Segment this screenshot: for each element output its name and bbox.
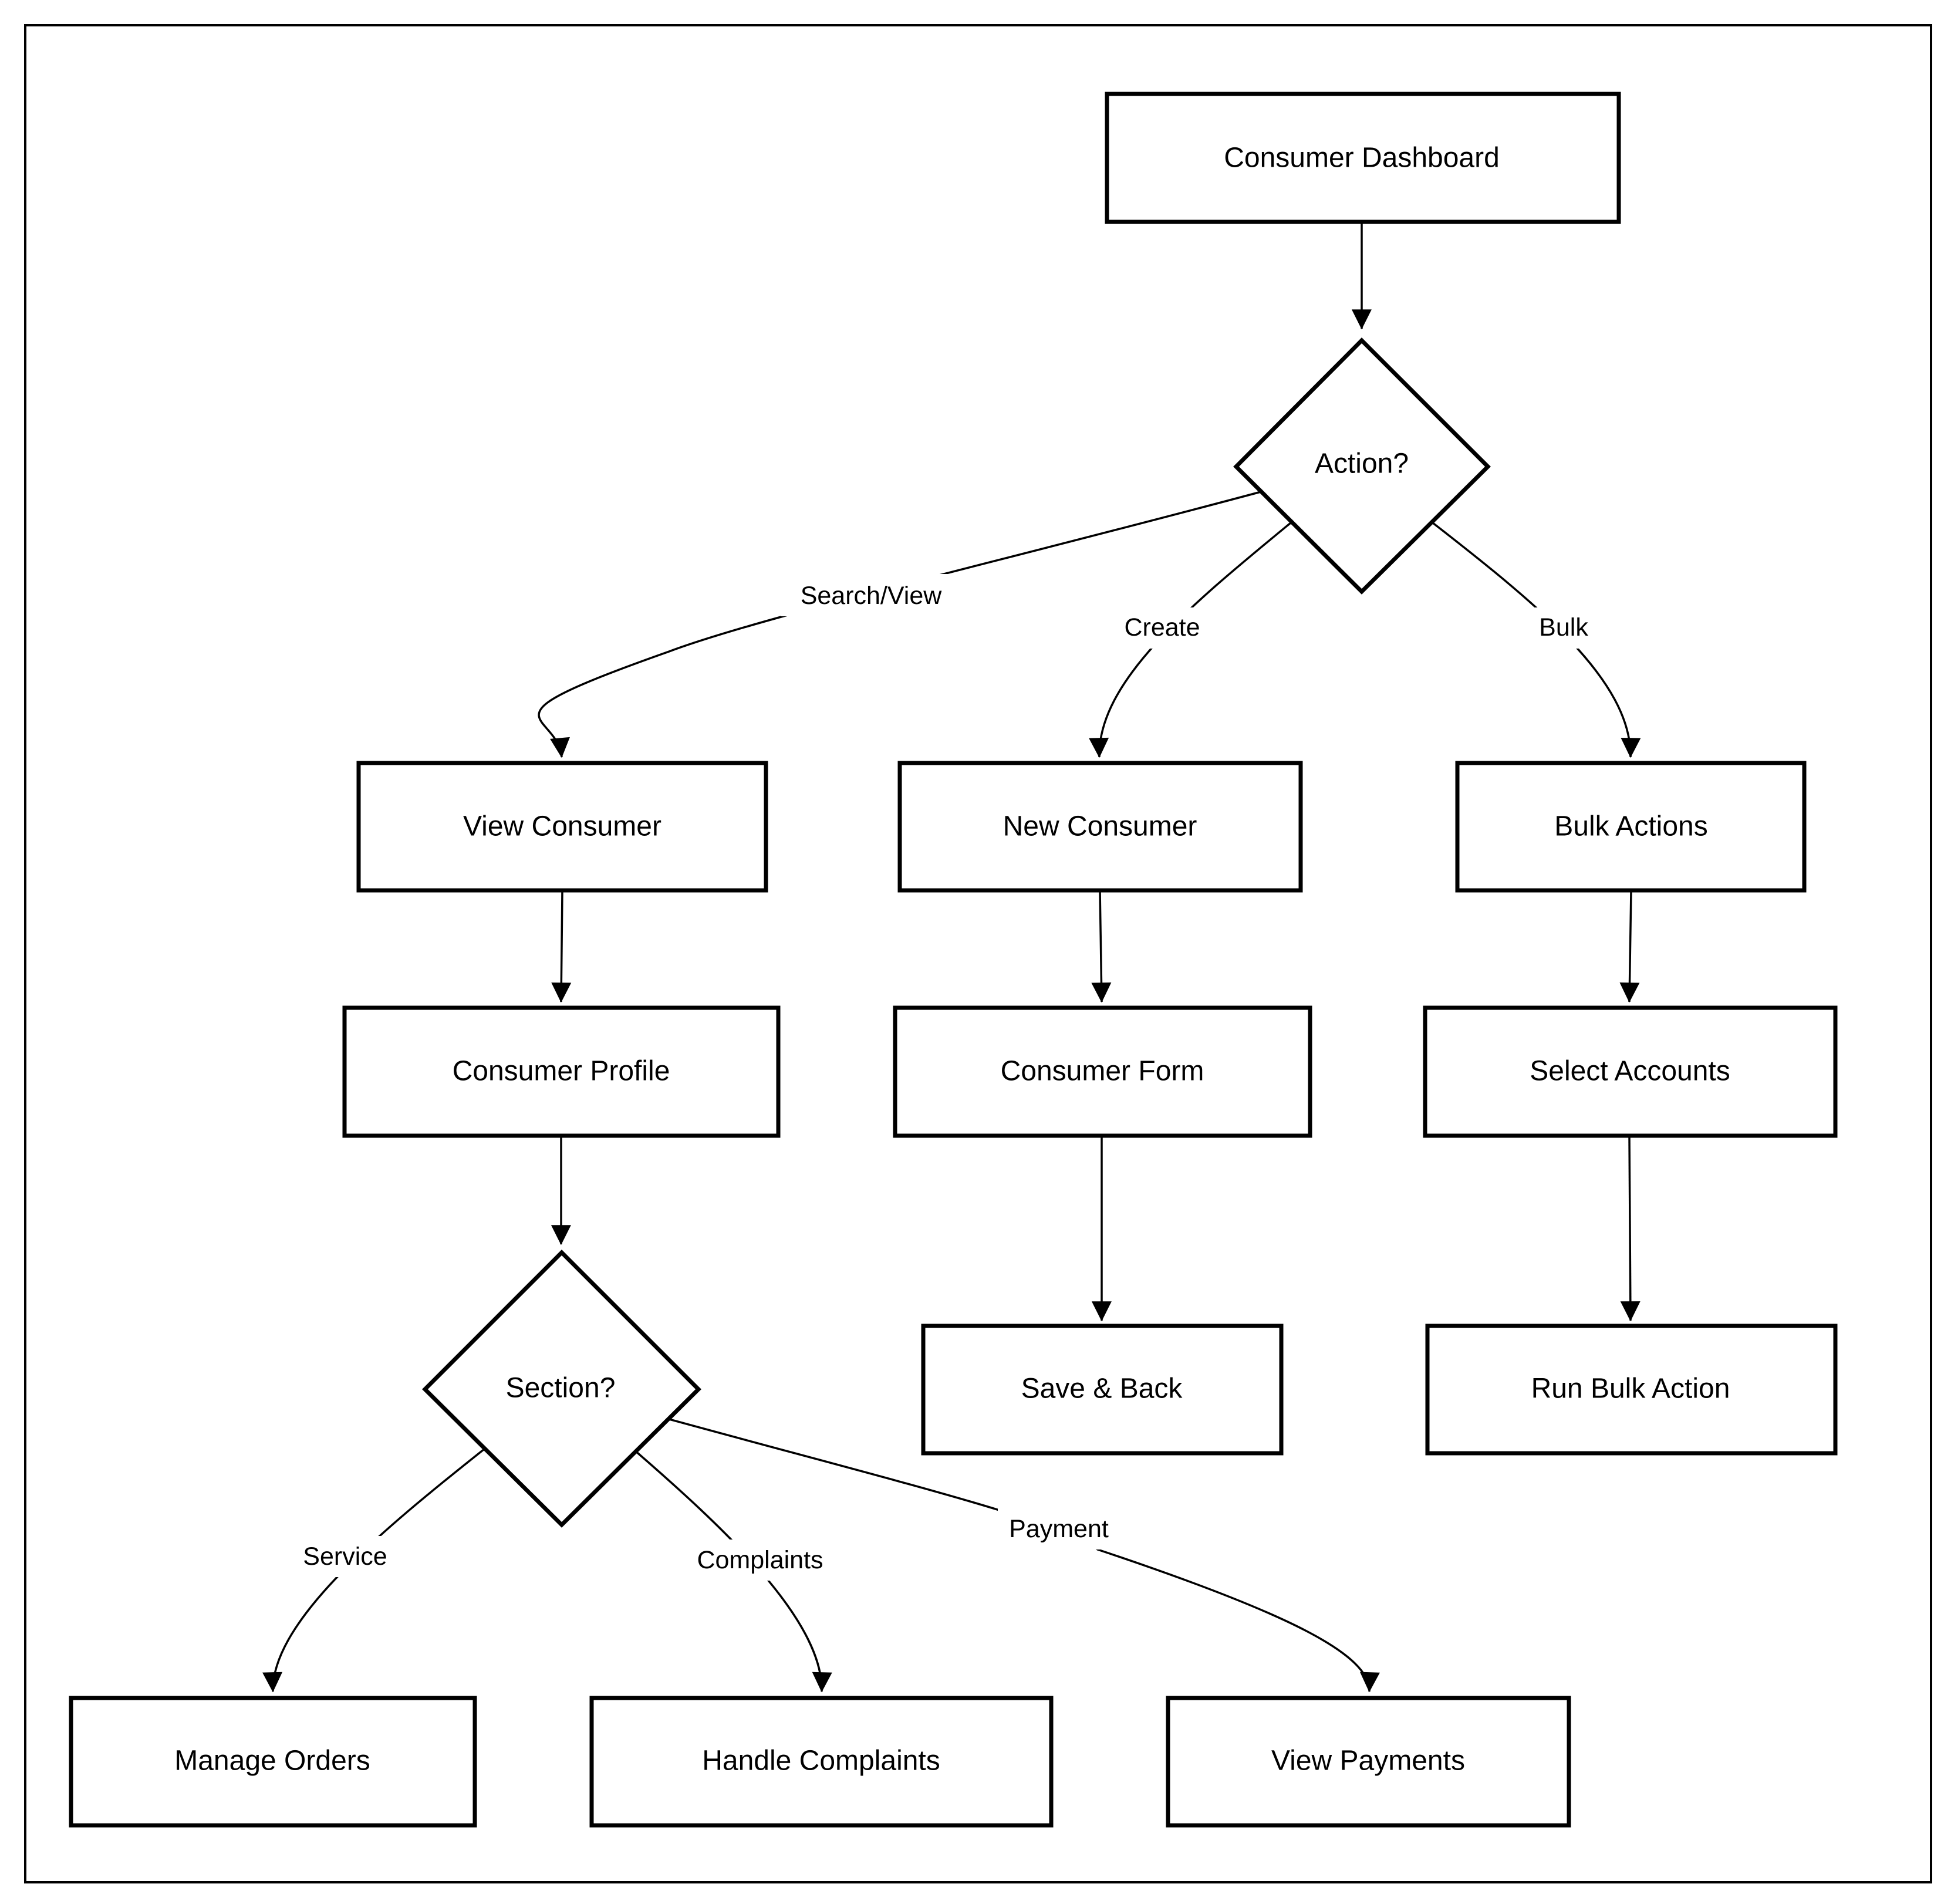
node-handle-complaints[interactable]: Handle Complaints xyxy=(589,1696,1054,1828)
node-view-consumer[interactable]: View Consumer xyxy=(356,761,768,893)
edge-new-to-form xyxy=(1091,890,1112,1003)
decision-section-label: Section? xyxy=(506,1373,616,1404)
node-select-accounts[interactable]: Select Accounts xyxy=(1423,1005,1838,1138)
edge-label-bulk-text: Bulk xyxy=(1539,613,1588,642)
node-select-accounts-label: Select Accounts xyxy=(1530,1056,1730,1087)
node-save-back[interactable]: Save & Back xyxy=(921,1324,1284,1456)
node-view-payments-label: View Payments xyxy=(1271,1746,1465,1777)
node-manage-orders[interactable]: Manage Orders xyxy=(69,1696,477,1828)
decision-section[interactable]: Section? xyxy=(422,1250,701,1528)
edge-bulk-to-select xyxy=(1619,890,1640,1003)
edge-label-payment: Payment xyxy=(998,1508,1121,1549)
edge-view-to-profile xyxy=(551,890,572,1003)
node-consumer-form[interactable]: Consumer Form xyxy=(893,1005,1312,1138)
node-bulk-actions[interactable]: Bulk Actions xyxy=(1455,761,1807,893)
edge-label-create-text: Create xyxy=(1124,613,1200,642)
edge-select-to-run xyxy=(1620,1135,1641,1322)
edge-label-search-view: Search/View xyxy=(781,574,963,616)
decision-action-label: Action? xyxy=(1315,448,1409,480)
node-consumer-dashboard[interactable]: Consumer Dashboard xyxy=(1105,92,1621,224)
decision-action[interactable]: Action? xyxy=(1233,337,1491,595)
edge-label-complaints: Complaints xyxy=(687,1540,833,1581)
edge-search-view xyxy=(538,491,1261,758)
node-new-consumer-label: New Consumer xyxy=(1003,811,1197,842)
node-view-payments[interactable]: View Payments xyxy=(1166,1696,1571,1828)
diagram-frame xyxy=(24,24,1932,1883)
node-run-bulk-action-label: Run Bulk Action xyxy=(1531,1373,1730,1405)
node-consumer-form-label: Consumer Form xyxy=(1001,1056,1204,1087)
edge-label-search-view-text: Search/View xyxy=(801,582,943,610)
node-bulk-actions-label: Bulk Actions xyxy=(1554,811,1707,842)
edge-label-complaints-text: Complaints xyxy=(697,1546,823,1574)
node-run-bulk-action[interactable]: Run Bulk Action xyxy=(1425,1324,1838,1456)
nodes: Consumer Dashboard Action? View Consumer… xyxy=(69,92,1838,1828)
edge-label-bulk: Bulk xyxy=(1529,607,1599,649)
edge-labels: Search/View Create Bulk Service Complain… xyxy=(293,574,1599,1581)
node-consumer-profile[interactable]: Consumer Profile xyxy=(342,1005,781,1138)
node-handle-complaints-label: Handle Complaints xyxy=(702,1746,940,1777)
edge-label-create: Create xyxy=(1112,607,1212,649)
node-view-consumer-label: View Consumer xyxy=(463,811,661,842)
edge-label-service: Service xyxy=(293,1536,396,1577)
edge-label-service-text: Service xyxy=(303,1542,387,1571)
node-save-back-label: Save & Back xyxy=(1021,1373,1183,1405)
node-manage-orders-label: Manage Orders xyxy=(174,1746,370,1777)
node-consumer-dashboard-label: Consumer Dashboard xyxy=(1224,143,1500,174)
node-consumer-profile-label: Consumer Profile xyxy=(453,1056,670,1087)
node-new-consumer[interactable]: New Consumer xyxy=(897,761,1303,893)
edge-label-payment-text: Payment xyxy=(1009,1515,1109,1543)
